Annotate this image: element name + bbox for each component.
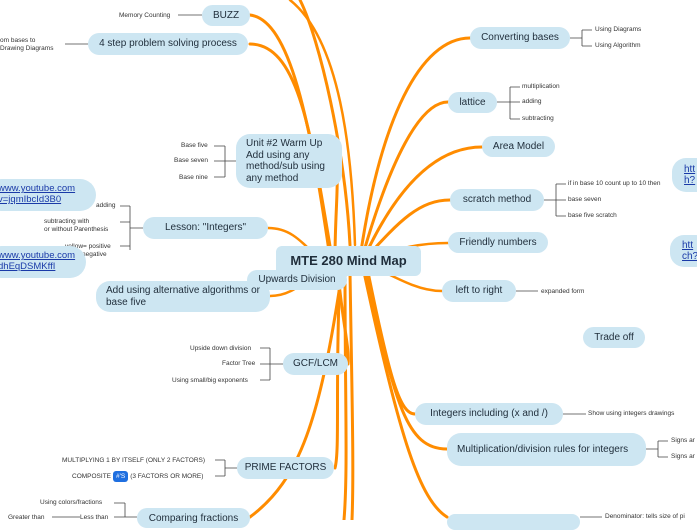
leaf-base-five: Base five [181,142,208,149]
leaf-fork-scratch [544,183,566,217]
leaf-greater-than: Greater than [8,514,45,521]
leaf-multiplication: multiplication [522,83,560,90]
leaf-fork-unit2 [214,145,236,178]
leaf-small-big-exponents: Using small/big exponents [172,377,248,384]
leaf-from-bases: om bases to [0,37,36,44]
branch-down-1 [342,270,348,520]
node-upwards-division[interactable]: Upwards Division [247,270,347,290]
link-right-2-line-b: ch? [682,251,697,262]
leaf-composite: COMPOSITE [72,473,112,480]
leaf-base-ten-count: if in base 10 count up to 10 then [568,180,661,187]
leaf-subtracting-with: subtracting with [44,218,90,225]
link-right-2[interactable]: htt ch? [682,240,697,263]
link-left-1[interactable]: www.youtube.com v=jqmIbcId3B0 [0,183,76,206]
leaf-expanded-form: expanded form [541,288,585,295]
branch-converting [358,36,472,260]
leaf-base-seven-left: Base seven [174,157,208,164]
leaf-parenthesis: or without Parenthesis [44,226,109,233]
leaf-fork-prime [215,459,237,477]
node-prime-factors[interactable]: PRIME FACTORS [237,457,334,479]
link-left-2[interactable]: www.youtube.com dhEqDSMKffI [0,250,76,273]
leaf-signs-1: Signs ar [671,437,695,444]
leaf-adding: adding [522,98,542,105]
link-left-1-line-a: www.youtube.com [0,183,76,195]
leaf-using-diagrams: Using Diagrams [595,26,642,33]
branch-prime [333,270,342,470]
leaf-base-nine: Base nine [179,174,208,181]
branch-bottom-right [362,270,449,519]
leaf-base-five-scratch: base five scratch [568,212,617,219]
link-right-1[interactable]: htt h? [684,164,695,187]
leaf-fork-comparing [52,502,137,518]
node-mult-div-rules[interactable]: Multiplication/division rules for intege… [447,433,646,466]
node-friendly-numbers[interactable]: Friendly numbers [448,232,548,253]
leaf-upside-down-division: Upside down division [190,345,252,352]
branch-4step [248,42,334,260]
branch-comparing [248,270,344,519]
node-integers-including[interactable]: Integers including (x and /) [415,403,563,425]
leaf-denominator: Denominator: tells size of pi [605,513,685,520]
leaf-fork-lesson [120,205,143,250]
leaf-adding-left: adding [96,202,116,209]
branch-down-2 [348,270,355,520]
link-left-1-line-b: v=jqmIbcId3B0 [0,194,62,205]
leaf-fork-gcf [260,347,283,381]
branch-lattice [360,100,450,260]
leaf-three-factors: (3 FACTORS OR MORE) [130,473,204,480]
node-lesson-integers[interactable]: Lesson: "Integers" [143,217,268,239]
leaf-subtracting: subtracting [522,115,554,122]
node-4-step[interactable]: 4 step problem solving process [88,33,248,55]
leaf-memory-counting: Memory Counting [119,12,171,19]
node-unit2-warmup[interactable]: Unit #2 Warm Up Add using any method/sub… [236,134,342,188]
link-right-2-line-a: htt [682,239,694,251]
node-converting-bases[interactable]: Converting bases [470,27,570,49]
leaf-composite-row: COMPOSITE#'S(3 FACTORS OR MORE) [72,471,203,482]
link-right-1-line-b: h? [684,175,696,186]
node-area-model[interactable]: Area Model [482,136,555,157]
leaf-integers-drawings: Show using integers drawings [588,410,675,417]
branch-top-2 [288,0,357,247]
link-right-1-line-a: htt [684,163,696,175]
numbers-badge: #'S [113,471,129,482]
link-left-2-line-a: www.youtube.com [0,250,76,262]
branch-area [362,145,484,260]
link-node-left-2[interactable]: www.youtube.com dhEqDSMKffI [0,246,86,278]
leaf-less-than: Less than [80,514,109,521]
node-trade-off[interactable]: Trade off [583,327,645,348]
leaf-fork-converting [570,29,592,47]
leaf-yellow-positive: yellow= positive [65,243,111,250]
leaf-factor-tree: Factor Tree [222,360,256,367]
link-left-2-line-b: dhEqDSMKffI [0,261,56,272]
node-buzz[interactable]: BUZZ [202,5,250,26]
node-scratch-method[interactable]: scratch method [450,189,544,211]
node-lattice[interactable]: lattice [448,92,497,113]
leaf-using-colors: Using colors/fractions [40,499,103,506]
node-bottom-right-partial[interactable] [447,514,580,530]
link-node-right-2[interactable]: htt ch? [670,235,697,267]
link-node-right-1[interactable]: htt h? [672,158,697,192]
branch-mult-rules [364,270,449,451]
leaf-drawing-diagrams: Drawing Diagrams [0,45,54,52]
link-node-left-1[interactable]: www.youtube.com v=jqmIbcId3B0 [0,179,96,211]
node-gcf-lcm[interactable]: GCF/LCM [283,353,348,375]
leaf-using-algorithm: Using Algorithm [595,42,641,49]
leaf-signs-2: Signs ar [671,453,695,460]
leaf-base-seven: base seven [568,196,602,203]
node-comparing-fractions[interactable]: Comparing fractions [137,508,250,528]
leaf-fork-lattice [497,86,520,120]
leaf-negative: negative [82,251,107,258]
leaf-multiplying-1: MULTIPLYING 1 BY ITSELF (ONLY 2 FACTORS) [62,457,206,464]
node-add-alt-algorithms[interactable]: Add using alternative algorithms or base… [96,281,270,312]
node-left-to-right[interactable]: left to right [442,280,516,302]
leaf-fork-mult [646,440,668,458]
